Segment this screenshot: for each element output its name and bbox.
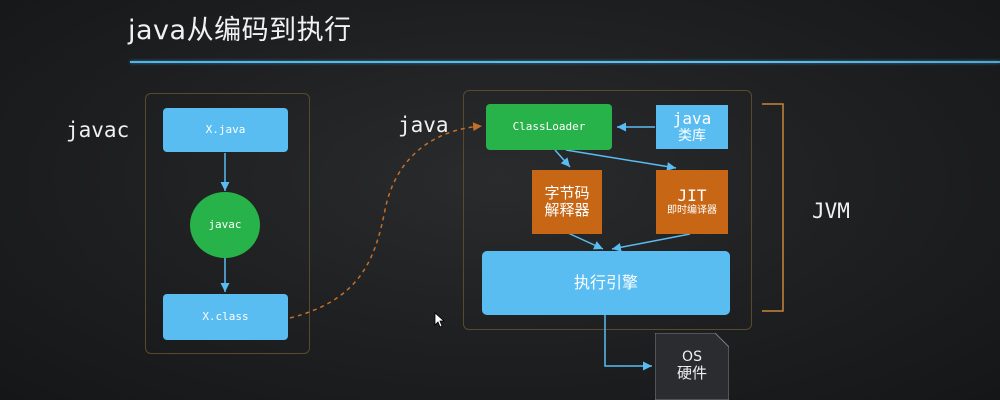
javac-node: javac bbox=[190, 192, 260, 258]
java-library-line1: java bbox=[672, 108, 712, 128]
compile-panel bbox=[145, 93, 310, 354]
java-library-node: java 类库 bbox=[656, 105, 728, 149]
arrow-interpreter-to-engine bbox=[567, 232, 604, 250]
os-hardware-shape bbox=[655, 333, 729, 400]
os-hardware-node: OS 硬件 bbox=[655, 343, 729, 389]
slide-title: java从编码到执行 bbox=[128, 15, 352, 46]
bytecode-interpreter-node: 字节码 解释器 bbox=[532, 170, 602, 234]
arrow-engine-to-os bbox=[604, 315, 652, 371]
mouse-pointer-icon bbox=[434, 312, 446, 328]
jit-line2: 即时编译器 bbox=[667, 205, 717, 217]
arrow-jit-to-engine bbox=[611, 233, 691, 252]
bytecode-line1: 字节码 bbox=[544, 183, 590, 202]
execution-engine-node: 执行引擎 bbox=[482, 251, 730, 315]
java-label: java bbox=[398, 113, 449, 137]
javac-label: javac bbox=[66, 118, 130, 142]
java-library-line2: 类库 bbox=[678, 128, 706, 145]
jvm-panel bbox=[463, 90, 752, 330]
x-java-node: X.java bbox=[163, 108, 288, 152]
os-line1: OS bbox=[682, 349, 702, 366]
os-line2: 硬件 bbox=[676, 364, 707, 383]
arrow-classloader-to-interpreter bbox=[554, 149, 571, 168]
jvm-label: JVM bbox=[812, 199, 850, 223]
x-class-node: X.class bbox=[163, 294, 288, 340]
classloader-node: ClassLoader bbox=[486, 104, 612, 150]
arrow-class-to-classloader bbox=[289, 122, 483, 319]
jit-compiler-node: JIT 即时编译器 bbox=[656, 170, 728, 234]
jvm-bracket bbox=[762, 103, 784, 312]
title-underline bbox=[130, 61, 1000, 63]
arrow-classloader-to-jit bbox=[565, 149, 677, 171]
jit-line1: JIT bbox=[677, 186, 707, 206]
bytecode-line2: 解释器 bbox=[544, 201, 590, 219]
